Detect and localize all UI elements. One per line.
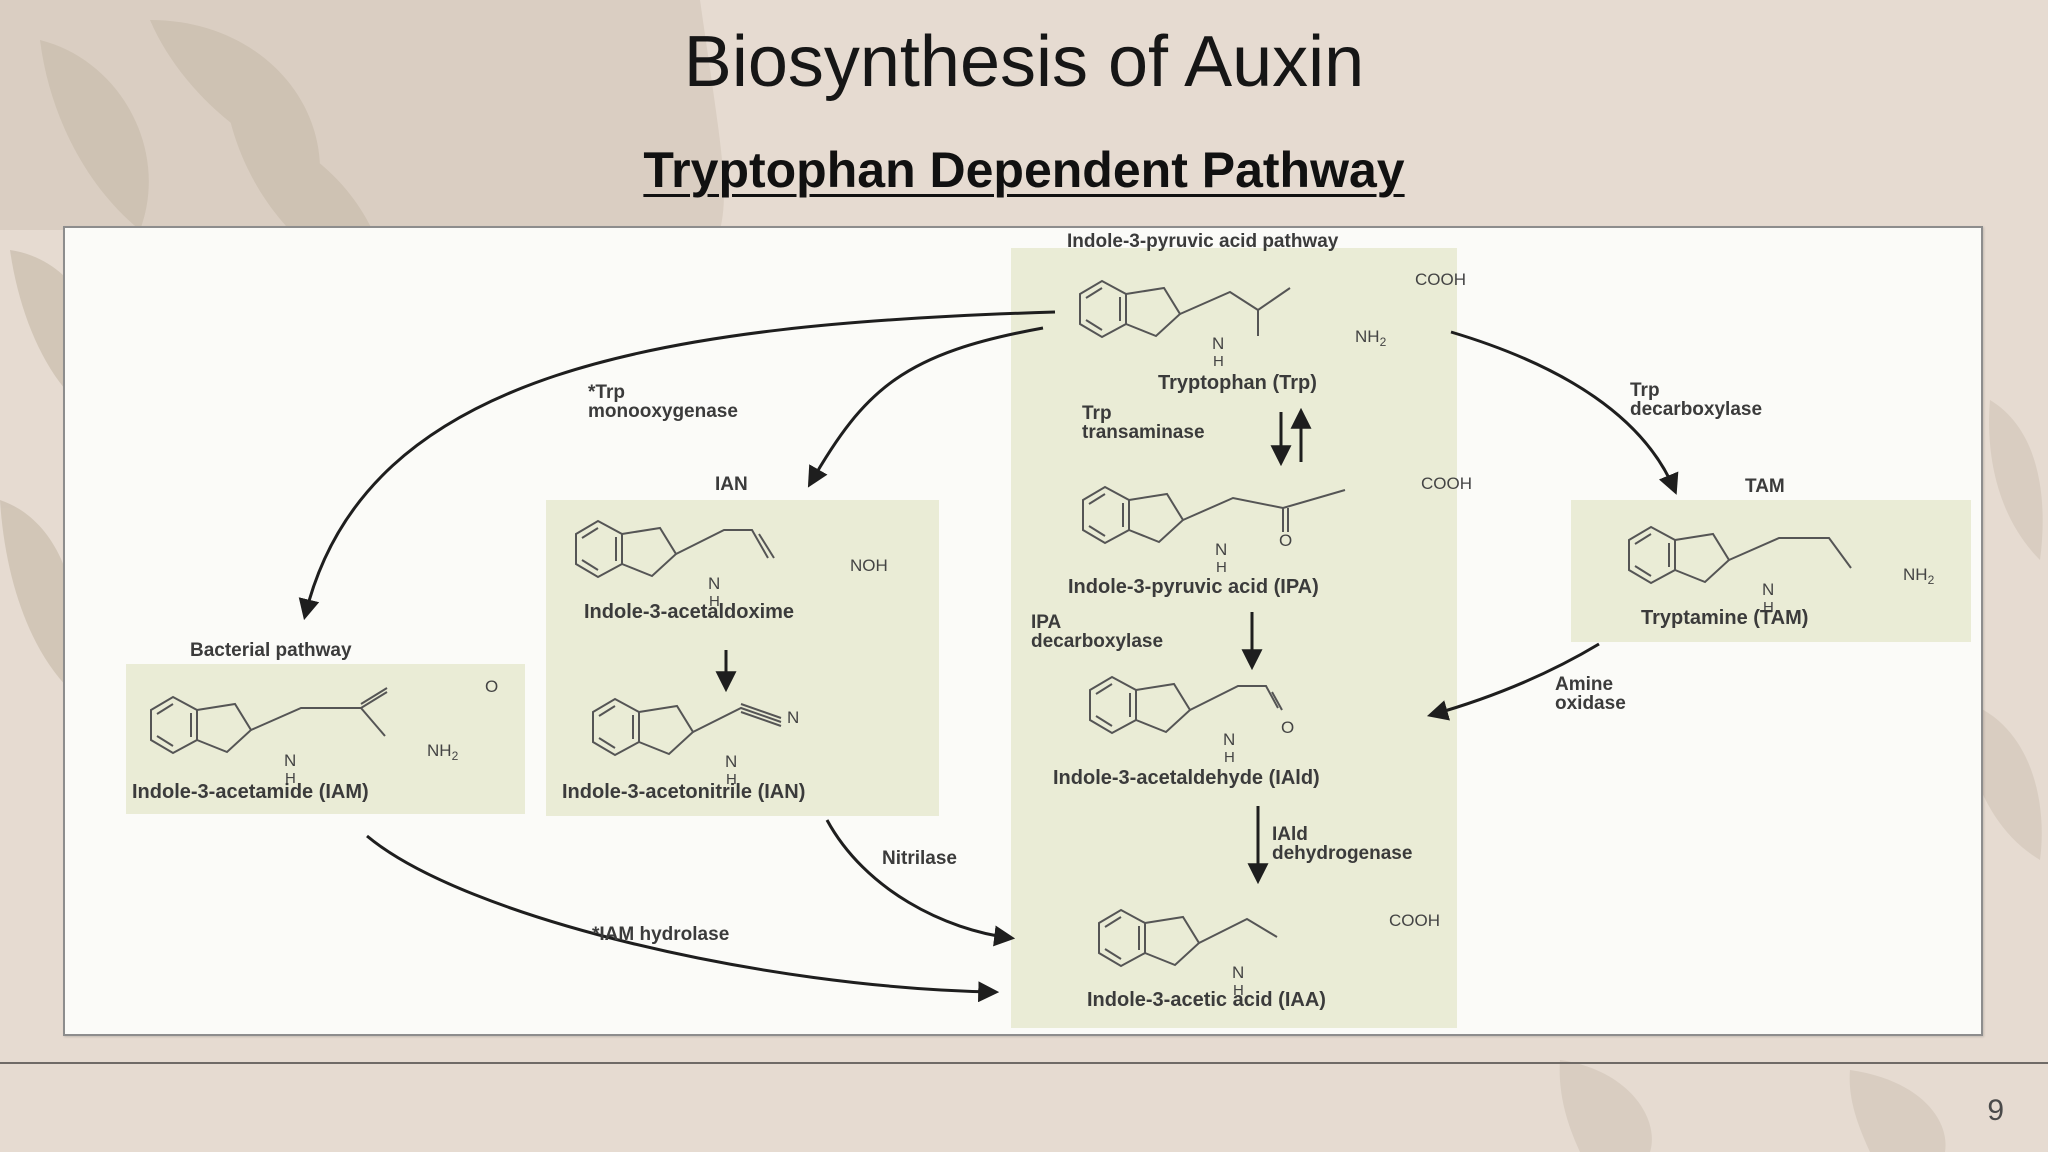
trp-n: N [1212, 334, 1224, 353]
acetaldoxime-noh: NOH [850, 556, 888, 575]
ipa-o: O [1279, 531, 1292, 550]
ipa-n: N [1215, 540, 1227, 559]
compound-iam: Indole-3-acetamide (IAM) [132, 781, 369, 803]
compound-acetonitrile: Indole-3-acetonitrile (IAN) [562, 781, 805, 803]
compound-iaa: Indole-3-acetic acid (IAA) [1087, 989, 1326, 1011]
tam-nh2: NH2 [1903, 565, 1935, 587]
acetonitrile-h: H [726, 771, 737, 788]
ipa-h: H [1216, 559, 1227, 576]
structure-ipa [1082, 485, 1346, 545]
arrow-trp-to-iam [298, 310, 1056, 621]
structure-acetaldoxime [575, 519, 775, 579]
trp-cooh: COOH [1415, 270, 1466, 289]
arrow-trp-to-iaox [807, 326, 1044, 488]
pathway-figure: N H COOH NH2 N H COOH O N H O [63, 226, 1983, 1036]
enzyme-iam-hydrolase: *IAM hydrolase [592, 924, 729, 945]
iam-o: O [485, 677, 498, 696]
structure-iald [1089, 675, 1283, 735]
acetonitrile-nh: N [725, 752, 737, 771]
arrow-tam-to-iald [1426, 642, 1600, 721]
acetaldoxime-n: N [708, 574, 720, 593]
structure-iaa [1098, 908, 1278, 968]
ian-panel [546, 500, 939, 816]
acetaldoxime-h: H [709, 593, 720, 610]
pathway-diagram: N H COOH NH2 N H COOH O N H O [126, 231, 1971, 1028]
iald-o: O [1281, 718, 1294, 737]
slide-title: Biosynthesis of Auxin [683, 22, 1365, 102]
page-number: 9 [1987, 1094, 2004, 1127]
structure-tam [1628, 525, 1852, 585]
footer-divider [0, 1062, 2048, 1064]
compound-ipa: Indole-3-pyruvic acid (IPA) [1068, 576, 1319, 598]
bacterial-pathway-label: Bacterial pathway [190, 640, 352, 661]
iam-nh2: NH2 [427, 741, 459, 763]
compound-iald: Indole-3-acetaldehyde (IAld) [1053, 767, 1320, 789]
arrow-iam-to-iaa [366, 834, 1000, 1003]
structure-acetonitrile [592, 697, 782, 757]
iaa-h: H [1233, 982, 1244, 999]
enzyme-nitrilase: Nitrilase [882, 848, 957, 869]
trp-nh2: NH2 [1355, 327, 1387, 349]
iaa-n: N [1232, 963, 1244, 982]
ian-heading: IAN [715, 474, 748, 495]
trp-h: H [1213, 353, 1224, 370]
tam-h: H [1763, 599, 1774, 616]
compound-acetaldoxime: Indole-3-acetaldoxime [584, 601, 794, 623]
compound-tam: Tryptamine (TAM) [1641, 607, 1808, 629]
iald-n: N [1223, 730, 1235, 749]
structure-iam [150, 687, 388, 755]
iald-h: H [1224, 749, 1235, 766]
tam-panel [1571, 500, 1971, 642]
iaa-cooh: COOH [1389, 911, 1440, 930]
tam-n: N [1762, 580, 1774, 599]
acetonitrile-n: N [787, 708, 799, 727]
tam-heading: TAM [1745, 476, 1785, 497]
iam-panel [126, 664, 525, 814]
iam-n: N [284, 751, 296, 770]
arrow-ian-to-iaa [825, 819, 1016, 947]
slide-subtitle: Tryptophan Dependent Pathway [643, 142, 1405, 198]
ipa-pathway-label: Indole-3-pyruvic acid pathway [1067, 231, 1339, 252]
ipa-pathway-panel [1011, 248, 1457, 1028]
structure-trp [1079, 279, 1291, 339]
compound-trp: Tryptophan (Trp) [1158, 372, 1317, 394]
iam-h: H [285, 770, 296, 787]
arrow-trp-to-tam [1450, 330, 1679, 495]
ipa-cooh: COOH [1421, 474, 1472, 493]
